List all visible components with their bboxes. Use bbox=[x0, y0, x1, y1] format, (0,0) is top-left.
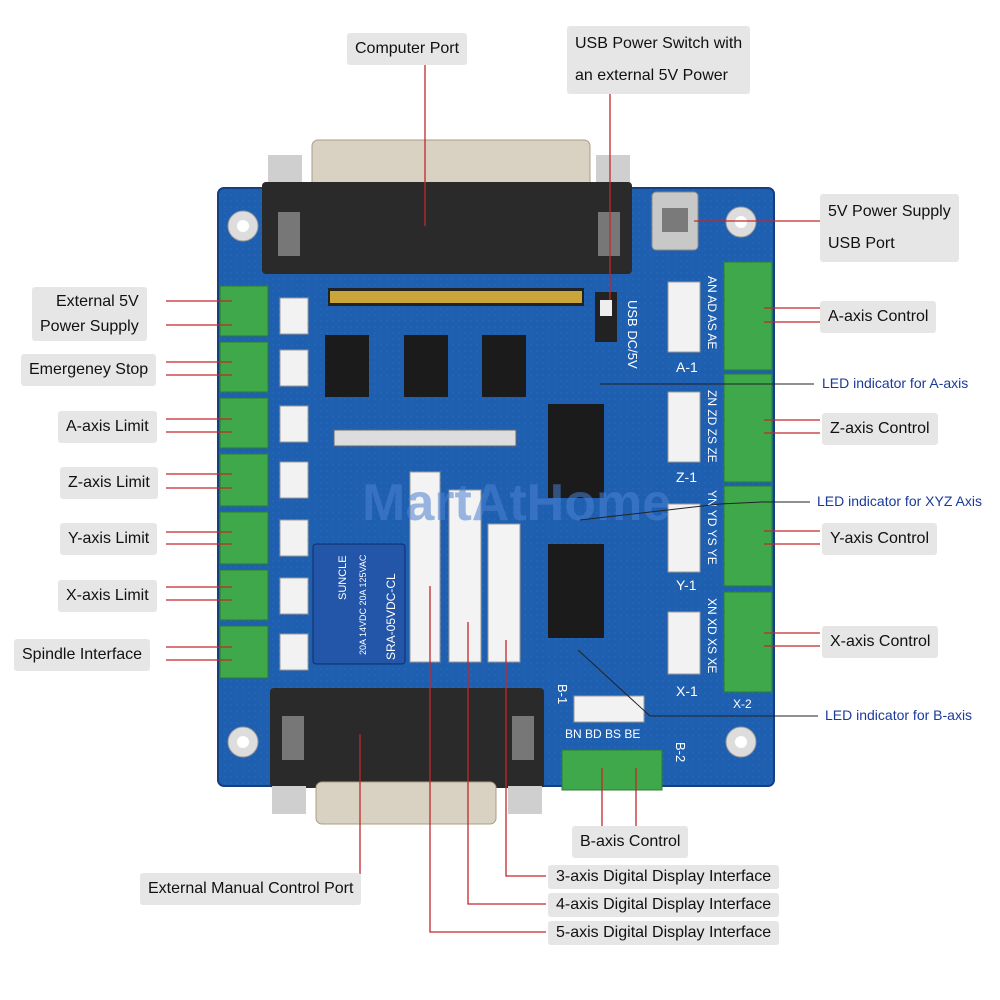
mounting-hole bbox=[725, 206, 757, 238]
axis-connector-z bbox=[667, 391, 701, 463]
label-usb-switch-line1: USB Power Switch with bbox=[575, 35, 743, 52]
label-led-b-axis: LED indicator for B-axis bbox=[825, 707, 973, 723]
display-header-5axis bbox=[409, 471, 441, 663]
label-led-xyz-axis: LED indicator for XYZ Axis bbox=[817, 493, 982, 509]
label-usb-port-line2: USB Port bbox=[828, 235, 895, 252]
display-header-4axis bbox=[448, 489, 482, 663]
axis-connector-y bbox=[667, 503, 701, 573]
silk-x2: X-2 bbox=[733, 697, 752, 711]
mounting-hole bbox=[227, 210, 259, 242]
silk-a-pins: AN AD AS AE bbox=[705, 276, 719, 349]
axis-connector-a bbox=[667, 281, 701, 353]
label-a-axis-limit: A-axis Limit bbox=[58, 411, 157, 443]
ic-chip bbox=[482, 335, 526, 397]
label-usb-switch-line2: an external 5V Power bbox=[575, 67, 728, 84]
label-a-axis-control: A-axis Control bbox=[820, 301, 937, 333]
silk-b-pins: BN BD BS BE bbox=[565, 727, 640, 741]
silk-z-pins: ZN ZD ZS ZE bbox=[705, 390, 719, 463]
label-computer-port: Computer Port bbox=[347, 33, 468, 65]
label-external-manual-port: External Manual Control Port bbox=[140, 873, 362, 905]
usb-port bbox=[651, 191, 699, 251]
silk-y-pins: YN YD YS YE bbox=[705, 490, 719, 565]
label-ext5v-line2: Power Supply bbox=[40, 318, 139, 335]
display-header-3axis bbox=[487, 523, 521, 663]
ic-chip bbox=[548, 404, 604, 498]
relay-brand-text: SUNCLE bbox=[337, 555, 349, 600]
relay-model-text: SRA-05VDC-CL bbox=[384, 573, 398, 660]
label-usb-port-line1: 5V Power Supply bbox=[828, 203, 951, 220]
mounting-hole bbox=[725, 726, 757, 758]
label-x-axis-control: X-axis Control bbox=[822, 626, 939, 658]
silk-b1: B-1 bbox=[555, 684, 570, 704]
ic-chip bbox=[548, 544, 604, 638]
axis-connector-x bbox=[667, 611, 701, 675]
ic-chip bbox=[404, 335, 448, 397]
silk-x-pins: XN XD XS XE bbox=[705, 598, 719, 673]
ic-chip bbox=[325, 335, 369, 397]
leader-lines bbox=[166, 59, 820, 933]
silk-y1: Y-1 bbox=[676, 577, 697, 593]
silk-a1: A-1 bbox=[676, 359, 698, 375]
relay-spec-text: 20A 14VDC 20A 125VAC bbox=[358, 554, 368, 655]
label-z-axis-control: Z-axis Control bbox=[822, 413, 938, 445]
label-emergency-stop: Emergeney Stop bbox=[21, 354, 157, 386]
label-x-axis-limit: X-axis Limit bbox=[58, 580, 157, 612]
watermark: MartAtHome bbox=[362, 474, 671, 532]
resistor-array bbox=[328, 288, 584, 447]
controller-board: USB DC/5V SUNCLE 20A 14VDC 20A 125VAC SR… bbox=[217, 139, 775, 825]
label-3axis-display: 3-axis Digital Display Interface bbox=[548, 865, 780, 889]
label-5axis-display: 5-axis Digital Display Interface bbox=[548, 921, 780, 945]
label-led-a-axis: LED indicator for A-axis bbox=[822, 375, 969, 391]
silk-b2: B-2 bbox=[673, 742, 688, 762]
usb-silkscreen: USB DC/5V bbox=[625, 300, 640, 369]
led-leader-lines bbox=[577, 383, 818, 717]
silk-z1: Z-1 bbox=[676, 469, 697, 485]
label-external-5v: External 5V Power Supply bbox=[32, 287, 147, 341]
b-axis-terminal bbox=[561, 749, 663, 791]
label-usb-power-switch: USB Power Switch with an external 5V Pow… bbox=[567, 26, 751, 94]
label-ext5v-line1: External 5V bbox=[56, 293, 139, 310]
silk-x1: X-1 bbox=[676, 683, 698, 699]
mounting-hole bbox=[227, 726, 259, 758]
power-switch bbox=[595, 292, 617, 342]
label-usb-power-port: 5V Power Supply USB Port bbox=[820, 194, 959, 262]
label-z-axis-limit: Z-axis Limit bbox=[60, 467, 158, 499]
label-y-axis-limit: Y-axis Limit bbox=[60, 523, 158, 555]
label-4axis-display: 4-axis Digital Display Interface bbox=[548, 893, 780, 917]
left-signal-connectors bbox=[279, 297, 309, 671]
db25-connector bbox=[262, 139, 632, 274]
right-terminal-blocks bbox=[723, 261, 773, 693]
label-y-axis-control: Y-axis Control bbox=[822, 523, 938, 555]
label-spindle-interface: Spindle Interface bbox=[14, 639, 151, 671]
relay: SUNCLE 20A 14VDC 20A 125VAC SRA-05VDC-CL bbox=[312, 543, 406, 665]
label-b-axis-control: B-axis Control bbox=[572, 826, 689, 858]
db15-connector bbox=[270, 688, 544, 825]
axis-connector-b bbox=[573, 695, 645, 723]
left-terminal-blocks bbox=[219, 285, 269, 679]
